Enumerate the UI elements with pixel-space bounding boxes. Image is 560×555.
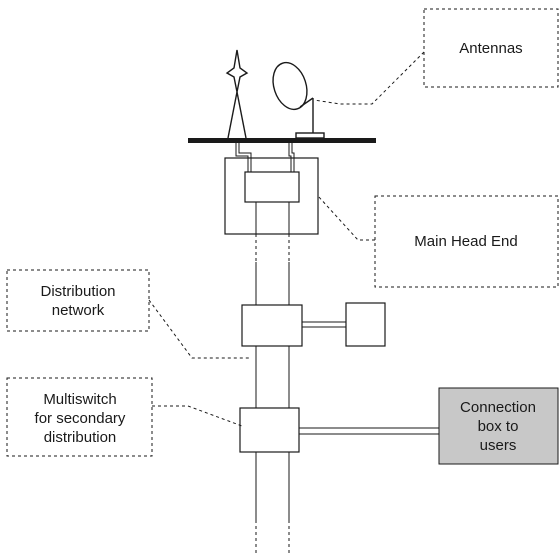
antennas-callout-box <box>423 8 559 88</box>
multiswitch-user-cable <box>299 427 439 435</box>
distribution-network-label-line1: Distribution <box>40 283 115 300</box>
satellite-dish-icon <box>272 61 325 139</box>
antenna-mounting-plate <box>188 138 376 143</box>
distribution-network-callout-box <box>6 269 150 332</box>
multiswitch-leader-line <box>152 405 243 427</box>
antennas-leader-line <box>313 51 425 105</box>
main-head-end-box <box>224 157 319 235</box>
distribution-branch-cable <box>302 321 346 328</box>
main-head-end-label: Main Head End <box>414 233 517 250</box>
multiswitch-callout-box <box>6 377 153 457</box>
connection-box <box>438 387 559 465</box>
distribution-network-leader-line <box>148 299 250 359</box>
multiswitch-label-line3: distribution <box>44 429 117 446</box>
distribution-branch-box <box>345 302 386 347</box>
distribution-network-label-line2: network <box>52 302 105 319</box>
multiswitch-label-line1: Multiswitch <box>43 391 116 408</box>
distribution-node-box <box>241 304 303 347</box>
trunk-continuation-upper <box>255 234 290 262</box>
main-head-end-callout-box <box>374 195 559 288</box>
head-end-module <box>244 171 300 203</box>
antennas-label: Antennas <box>459 40 522 57</box>
multiswitch-label-line2: for secondary <box>35 410 126 427</box>
main-head-end-leader-line <box>317 195 375 241</box>
distribution-trunk <box>255 262 290 520</box>
multiswitch-box <box>239 407 300 453</box>
connection-box-label-line2: box to <box>478 418 519 435</box>
connection-box-label-line1: Connection <box>460 399 536 416</box>
connection-box-label-line3: users <box>480 437 517 454</box>
terrestrial-antenna-icon <box>225 49 249 139</box>
trunk-continuation-lower <box>255 520 290 555</box>
head-end-internal-lines <box>255 202 290 234</box>
antenna-feed-cables <box>235 143 295 172</box>
